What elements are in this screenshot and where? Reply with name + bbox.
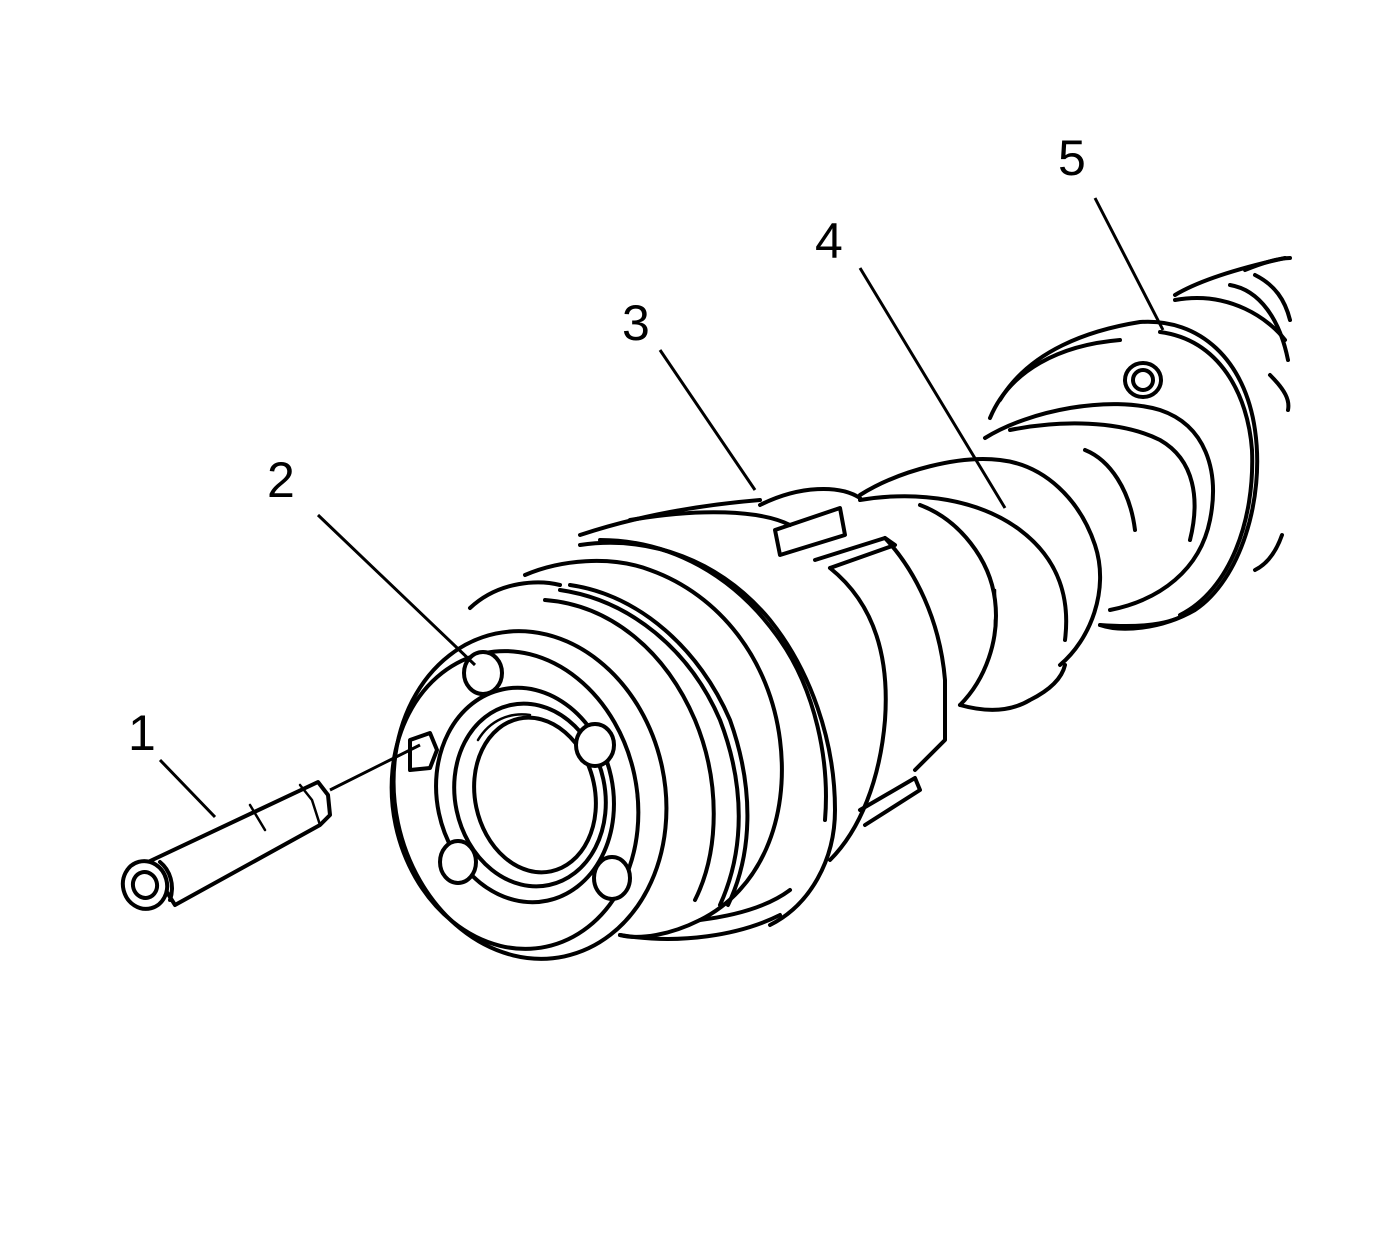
dowel-pin — [120, 780, 332, 911]
leader-5 — [1093, 197, 1165, 331]
leader-2 — [316, 513, 477, 667]
bearing-journal — [988, 319, 1260, 631]
rear-lobe-section — [1173, 256, 1292, 572]
callout-2: 2 — [267, 452, 295, 508]
leader-3 — [658, 349, 757, 491]
pin-insertion-line — [329, 743, 421, 792]
leader-4 — [858, 267, 1007, 509]
cam-lobe — [858, 402, 1215, 712]
front-face — [389, 580, 669, 961]
callout-3: 3 — [622, 295, 650, 351]
leader-1 — [158, 758, 217, 819]
callout-4: 4 — [815, 213, 843, 269]
callout-5: 5 — [1058, 130, 1086, 186]
callout-1: 1 — [128, 705, 156, 761]
front-hub — [523, 486, 947, 941]
